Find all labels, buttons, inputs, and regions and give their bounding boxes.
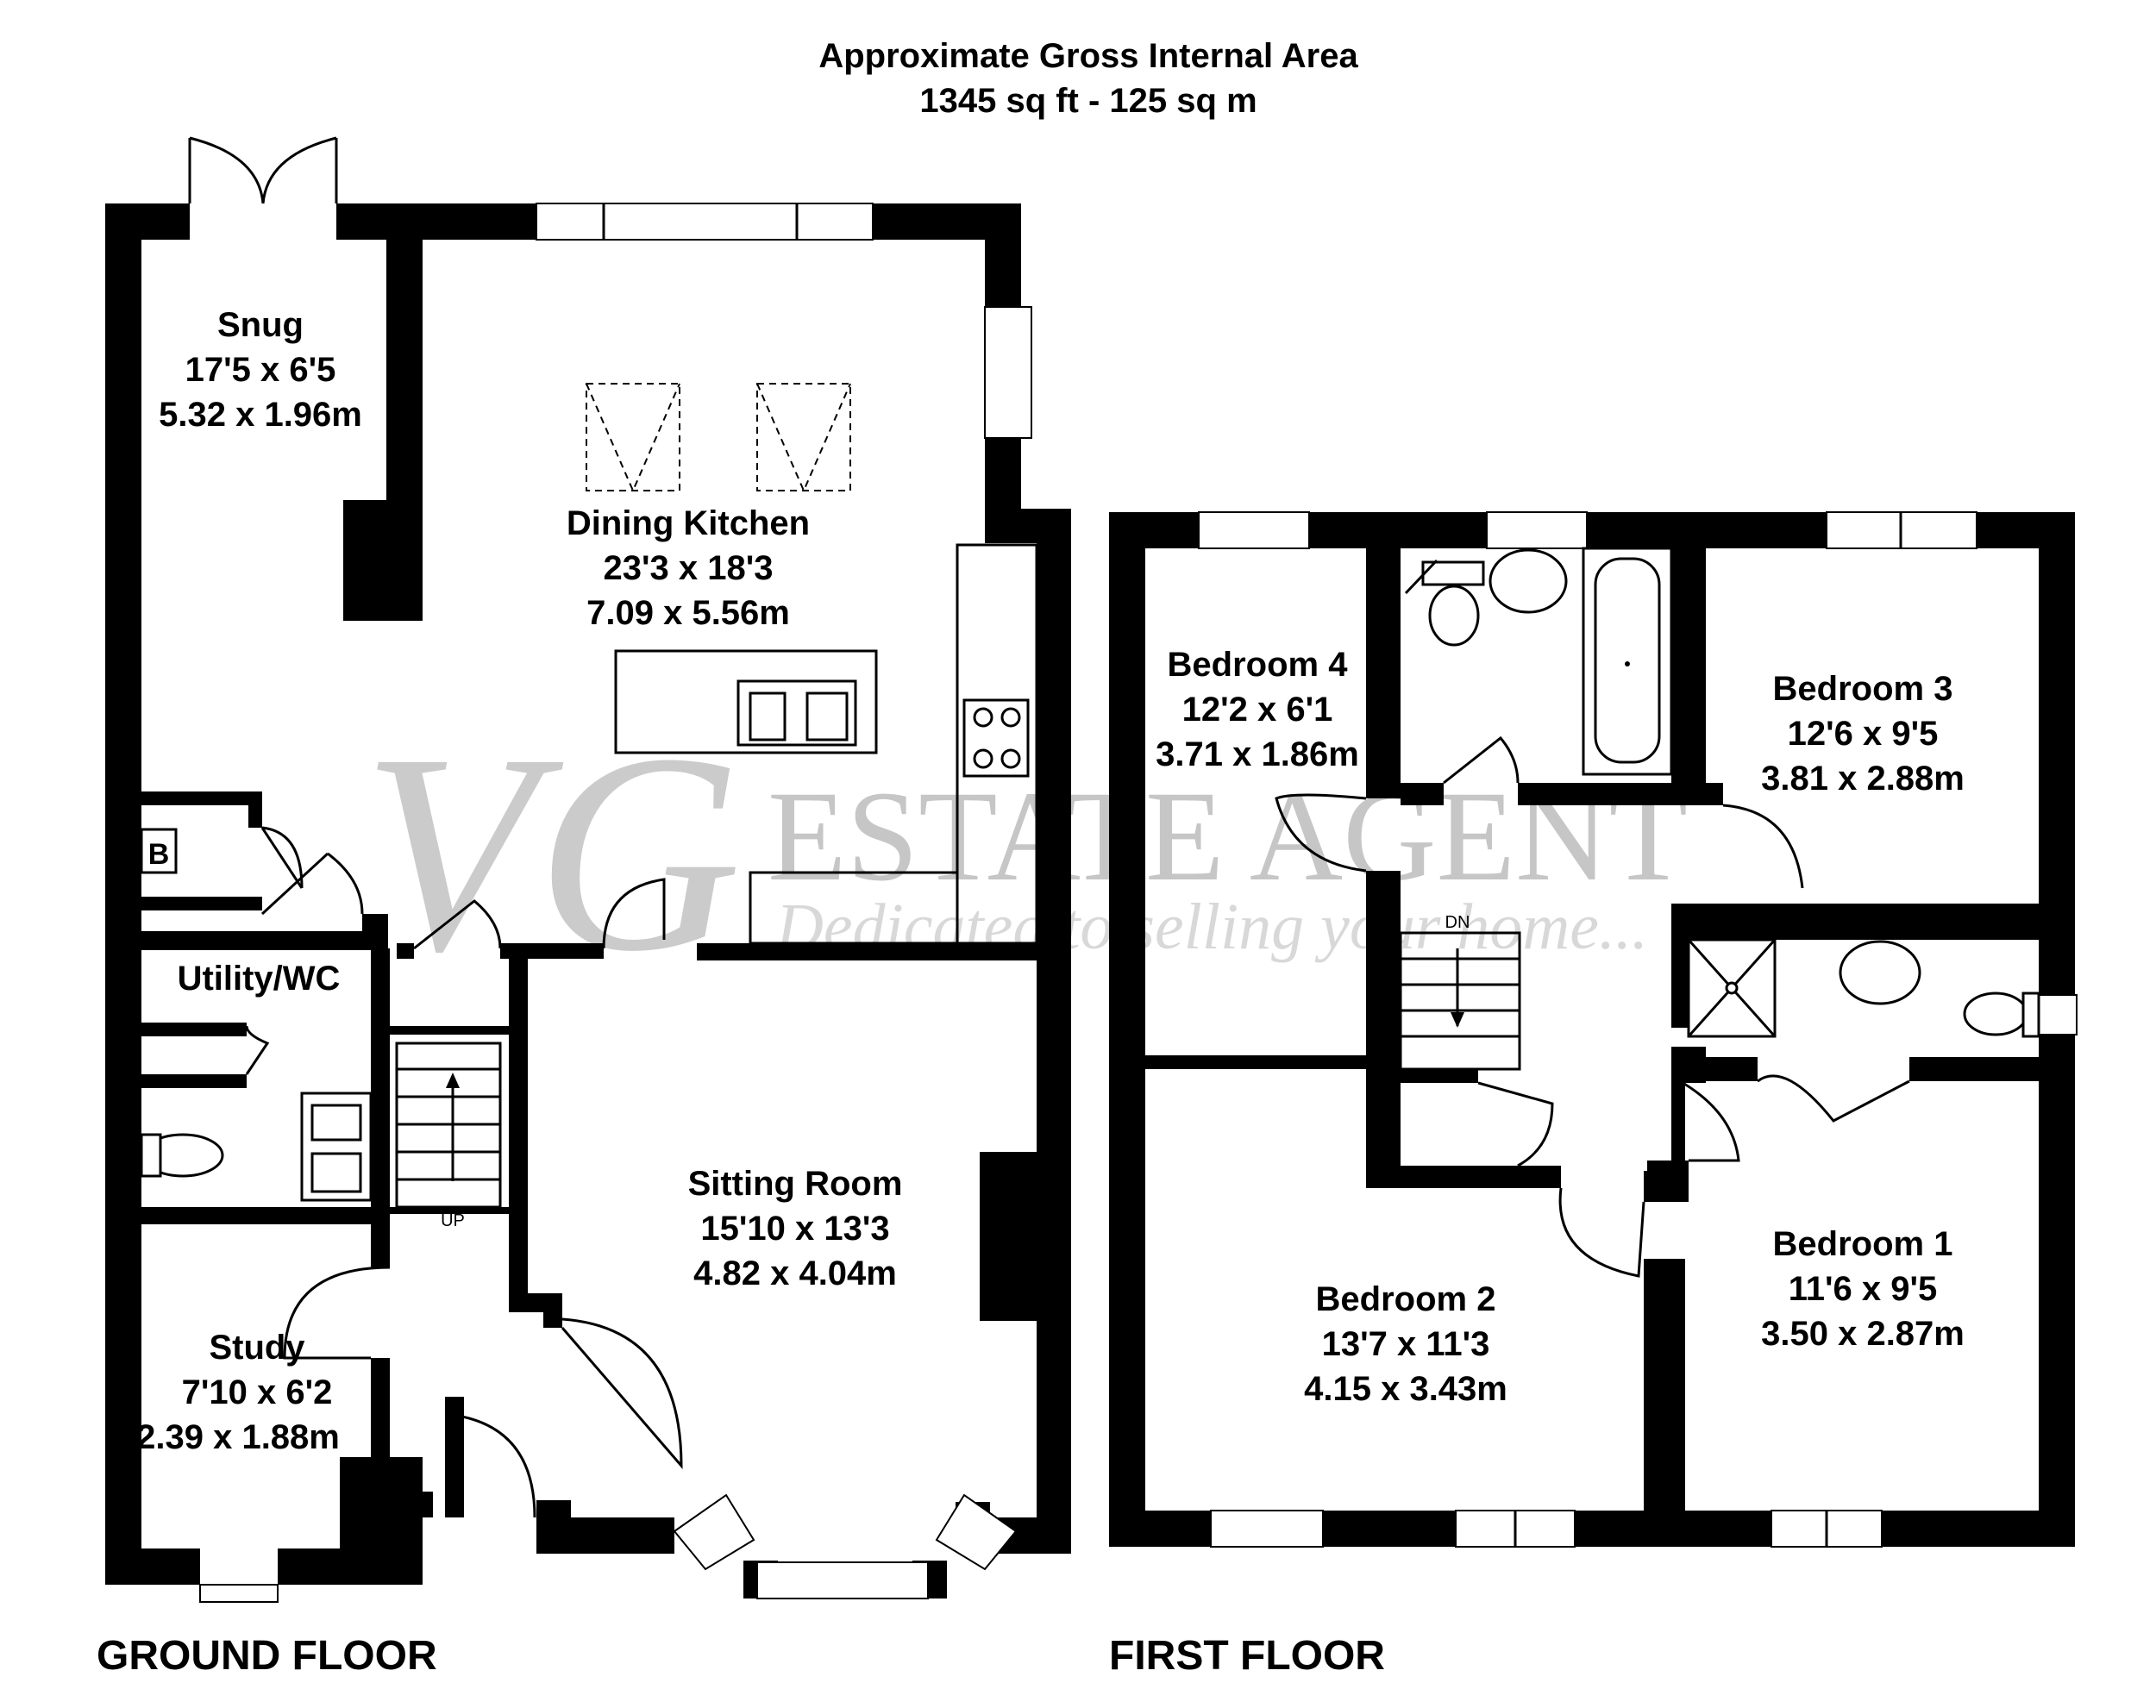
- room-bedroom-2: Bedroom 2 13'7 x 11'3 4.15 x 3.43m: [1304, 1280, 1507, 1408]
- room-dimensions-metric: 3.50 x 2.87m: [1761, 1315, 1965, 1353]
- room-dimensions-imperial: 11'6 x 9'5: [1789, 1270, 1938, 1308]
- ground-floor-label: GROUND FLOOR: [97, 1633, 437, 1679]
- room-name: Utility/WC: [178, 960, 341, 998]
- room-name: Bedroom 2: [1316, 1280, 1496, 1318]
- room-bedroom-1: Bedroom 1 11'6 x 9'5 3.50 x 2.87m: [1761, 1225, 1965, 1353]
- boiler-box: [140, 828, 178, 874]
- room-dimensions-imperial: 13'7 x 11'3: [1322, 1325, 1490, 1363]
- room-name: Sitting Room: [688, 1165, 903, 1203]
- stairs-down-label: DN: [1445, 913, 1470, 932]
- room-dimensions-imperial: 7'10 x 6'2: [182, 1373, 333, 1411]
- stairs-up: [395, 1042, 502, 1209]
- room-dimensions-metric: 5.32 x 1.96m: [159, 396, 362, 434]
- bathroom-fixtures: [1404, 547, 1673, 776]
- area-value: 1345 sq ft - 125 sq m: [919, 82, 1257, 120]
- room-dimensions-metric: 3.81 x 2.88m: [1761, 760, 1965, 798]
- first-floor-windows: [1198, 511, 2078, 1548]
- room-name: Bedroom 1: [1773, 1225, 1953, 1263]
- room-dimensions-metric: 4.82 x 4.04m: [693, 1254, 897, 1292]
- kitchen-fixtures: [586, 383, 1038, 945]
- room-bedroom-3: Bedroom 3 12'6 x 9'5 3.81 x 2.88m: [1761, 670, 1965, 798]
- room-dimensions-imperial: 23'3 x 18'3: [604, 549, 774, 587]
- room-sitting-room: Sitting Room 15'10 x 13'3 4.82 x 4.04m: [688, 1165, 903, 1292]
- room-name: Dining Kitchen: [567, 504, 810, 542]
- watermark: VG ESTATE AGENT Dedicated to selling you…: [362, 696, 1688, 1010]
- ground-floor-walls: [105, 203, 1071, 1599]
- first-floor-doors: [1275, 735, 1910, 1278]
- room-dimensions-metric: 4.15 x 3.43m: [1304, 1370, 1507, 1408]
- stairs-down: [1399, 931, 1521, 1071]
- stairs-up-label: UP: [441, 1211, 465, 1230]
- room-dimensions-imperial: 12'2 x 6'1: [1182, 691, 1333, 729]
- boiler-label: B: [148, 838, 170, 871]
- watermark-tagline: Dedicated to selling your home...: [775, 891, 1648, 963]
- room-name: Study: [209, 1329, 305, 1367]
- room-dimensions-imperial: 15'10 x 13'3: [700, 1210, 889, 1248]
- room-name: Bedroom 3: [1773, 670, 1953, 708]
- ground-floor-windows: [199, 203, 1032, 1603]
- room-snug: Snug 17'5 x 6'5 5.32 x 1.96m: [159, 306, 362, 434]
- room-dimensions-imperial: 17'5 x 6'5: [185, 351, 336, 389]
- room-study: Study 7'10 x 6'2 2.39 x 1.88m: [136, 1329, 340, 1456]
- room-dimensions-metric: 7.09 x 5.56m: [586, 594, 790, 632]
- room-dining-kitchen: Dining Kitchen 23'3 x 18'3 7.09 x 5.56m: [567, 504, 810, 632]
- room-name: Bedroom 4: [1168, 646, 1349, 684]
- utility-fixtures: [140, 1092, 373, 1202]
- room-bedroom-4: Bedroom 4 12'2 x 6'1 3.71 x 1.86m: [1156, 646, 1359, 773]
- french-doors: [188, 136, 338, 204]
- ground-floor-doors: [245, 826, 683, 1518]
- first-floor-label: FIRST FLOOR: [1109, 1633, 1385, 1679]
- area-title: Approximate Gross Internal Area: [818, 37, 1358, 75]
- room-name: Snug: [217, 306, 304, 344]
- room-dimensions-imperial: 12'6 x 9'5: [1788, 715, 1939, 753]
- watermark-logo: VG: [362, 696, 742, 1010]
- first-floor-walls: [1109, 512, 2075, 1547]
- room-dimensions-metric: 2.39 x 1.88m: [136, 1418, 340, 1456]
- watermark-name: ESTATE AGENT: [768, 765, 1688, 908]
- ensuite-fixtures: [1687, 938, 2040, 1038]
- room-utility: Utility/WC: [178, 960, 341, 998]
- room-dimensions-metric: 3.71 x 1.86m: [1156, 735, 1359, 773]
